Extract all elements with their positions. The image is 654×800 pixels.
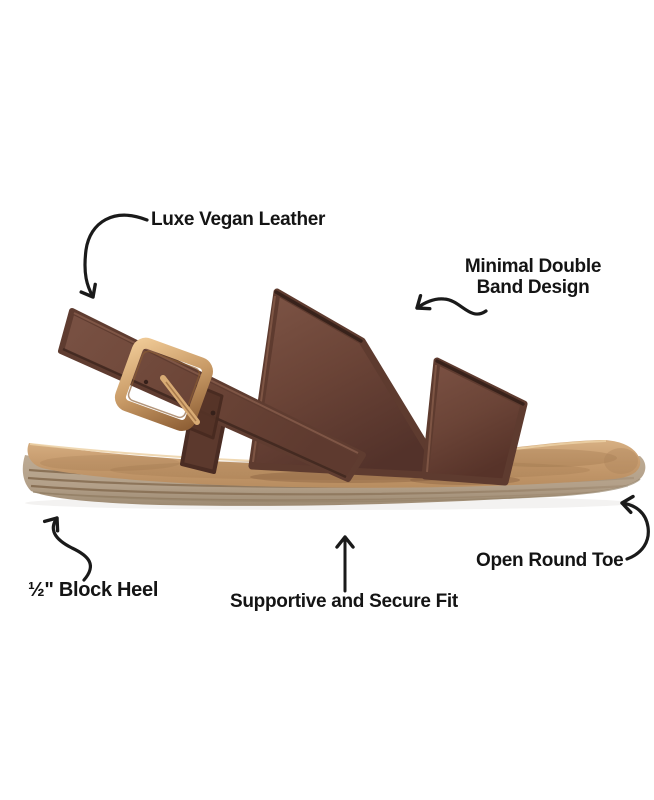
buckle <box>114 337 213 431</box>
callout-label-double-band-line2: Band Design <box>476 277 590 298</box>
curved-arrow-round-toe <box>620 494 650 561</box>
callout-label-block-heel: ½" Block Heel <box>28 579 159 601</box>
wavy-arrow-double-band <box>415 293 488 316</box>
curved-arrow-vegan-leather <box>79 213 149 299</box>
strap-hole <box>210 410 216 416</box>
buckle-frame <box>114 337 213 431</box>
callout-label-round-toe: Open Round Toe <box>476 550 624 571</box>
curved-arrow-block-heel <box>42 516 92 582</box>
wood-grain-line <box>30 484 629 496</box>
ankle-strap-top-highlight <box>73 312 359 454</box>
buckle-prong-shade <box>165 381 197 422</box>
front-band-left-highlight <box>426 364 437 473</box>
front-band-top-edge <box>435 359 525 406</box>
outsole-bottom-edge <box>32 478 641 503</box>
footbed-heel-shadow <box>40 455 180 471</box>
footbed-toe-edge-shade <box>604 448 638 474</box>
strap-hole <box>143 379 149 385</box>
buckle-frame-inner-edge <box>127 350 201 419</box>
callout-label-vegan-leather: Luxe Vegan Leather <box>151 209 326 230</box>
callout-label-double-band-line1: Minimal Double <box>464 256 602 277</box>
rear-band-top-edge <box>274 290 363 343</box>
callout-label-secure-fit: Supportive and Secure Fit <box>230 591 458 612</box>
callout-label-double-band: Minimal Double Band Design <box>440 256 626 298</box>
